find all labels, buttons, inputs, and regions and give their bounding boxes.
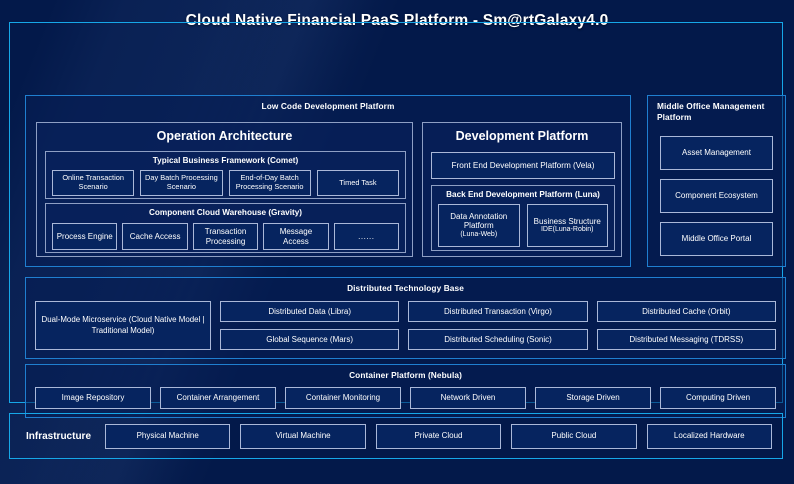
subsection-title-operation-architecture: Operation Architecture	[156, 129, 293, 143]
chip-image-repository[interactable]: Image Repository	[35, 387, 151, 409]
subsection-title-development-platform: Development Platform	[455, 129, 589, 143]
chip-component-ecosystem[interactable]: Component Ecosystem	[660, 179, 773, 213]
section-title-container-platform: Container Platform (Nebula)	[349, 370, 462, 380]
chip-timed-task[interactable]: Timed Task	[316, 170, 399, 196]
chip-business-structure-ide[interactable]: Business Structure IDE(Luna-Robin)	[526, 204, 608, 247]
chip-middle-office-portal[interactable]: Middle Office Portal	[660, 222, 773, 256]
distributed-tech-column-3: Distributed Cache (Orbit) Distributed Me…	[596, 301, 776, 350]
subsection-operation-architecture: Operation Architecture Typical Business …	[36, 122, 413, 257]
chip-storage-driven[interactable]: Storage Driven	[535, 387, 651, 409]
chip-label-sub: (Luna-Web)	[460, 230, 498, 238]
chip-day-batch-processing-scenario[interactable]: Day Batch Processing Scenario	[140, 170, 223, 196]
chip-process-engine[interactable]: Process Engine	[52, 223, 118, 250]
chip-network-driven[interactable]: Network Driven	[410, 387, 526, 409]
chip-virtual-machine[interactable]: Virtual Machine	[240, 423, 366, 449]
section-infrastructure: Infrastructure Physical Machine Virtual …	[9, 413, 783, 459]
chip-localized-hardware[interactable]: Localized Hardware	[646, 423, 772, 449]
subsection-development-platform: Development Platform Front End Developme…	[422, 122, 622, 257]
group-back-end-development-platform: Back End Development Platform (Luna) Dat…	[431, 185, 615, 251]
group-title-gravity: Component Cloud Warehouse (Gravity)	[149, 208, 302, 217]
chip-distributed-scheduling[interactable]: Distributed Scheduling (Sonic)	[408, 329, 588, 350]
chip-container-monitoring[interactable]: Container Monitoring	[285, 387, 401, 409]
distributed-tech-column-1: Distributed Data (Libra) Global Sequence…	[220, 301, 400, 350]
section-title-low-code: Low Code Development Platform	[261, 101, 395, 111]
gravity-chip-row: Process Engine Cache Access Transaction …	[52, 223, 400, 250]
section-title-distributed-technology-base: Distributed Technology Base	[347, 283, 464, 293]
chip-distributed-data[interactable]: Distributed Data (Libra)	[220, 301, 400, 322]
page-title: Cloud Native Financial PaaS Platform - S…	[185, 12, 609, 29]
chip-computing-driven[interactable]: Computing Driven	[660, 387, 776, 409]
chip-label-sub: IDE(Luna-Robin)	[540, 226, 594, 234]
group-typical-business-framework: Typical Business Framework (Comet) Onlin…	[45, 151, 406, 199]
middle-office-chip-column: Asset Management Component Ecosystem Mid…	[660, 136, 773, 256]
group-component-cloud-warehouse: Component Cloud Warehouse (Gravity) Proc…	[45, 203, 406, 253]
luna-chip-row: Data Annotation Platform (Luna-Web) Busi…	[438, 204, 608, 247]
chip-private-cloud[interactable]: Private Cloud	[375, 423, 502, 449]
chip-data-annotation-platform[interactable]: Data Annotation Platform (Luna-Web)	[438, 204, 520, 247]
chip-label-main: Business Structure	[533, 216, 601, 226]
chip-end-of-day-batch-processing-scenario[interactable]: End-of-Day Batch Processing Scenario	[228, 170, 311, 196]
chip-physical-machine[interactable]: Physical Machine	[105, 423, 231, 449]
chip-global-sequence[interactable]: Global Sequence (Mars)	[220, 329, 400, 350]
chip-public-cloud[interactable]: Public Cloud	[511, 423, 637, 449]
chip-message-access[interactable]: Message Access	[263, 223, 329, 250]
comet-chip-row: Online Transaction Scenario Day Batch Pr…	[52, 170, 399, 196]
section-distributed-technology-base: Distributed Technology Base Dual-Mode Mi…	[25, 277, 786, 359]
section-container-platform: Container Platform (Nebula) Image Reposi…	[25, 364, 786, 418]
section-middle-office-management-platform: Middle Office Management Platform Asset …	[647, 95, 786, 267]
chip-transaction-processing[interactable]: Transaction Processing	[192, 223, 259, 250]
chip-label-main: Data Annotation Platform	[450, 211, 508, 231]
chip-distributed-transaction[interactable]: Distributed Transaction (Virgo)	[408, 301, 588, 322]
chip-container-arrangement[interactable]: Container Arrangement	[160, 387, 276, 409]
distributed-tech-column-2: Distributed Transaction (Virgo) Distribu…	[408, 301, 588, 350]
chip-cache-access[interactable]: Cache Access	[122, 223, 188, 250]
container-platform-chip-row: Image Repository Container Arrangement C…	[35, 387, 776, 409]
chip-distributed-cache[interactable]: Distributed Cache (Orbit)	[596, 301, 776, 322]
group-title-luna: Back End Development Platform (Luna)	[446, 190, 600, 199]
group-title-comet: Typical Business Framework (Comet)	[152, 156, 299, 165]
chip-distributed-messaging[interactable]: Distributed Messaging (TDRSS)	[596, 329, 776, 350]
platform-outer-frame: Low Code Development Platform Operation …	[9, 22, 786, 418]
section-low-code-development-platform: Low Code Development Platform Operation …	[25, 95, 631, 267]
chip-dual-mode-microservice[interactable]: Dual-Mode Microservice (Cloud Native Mod…	[35, 301, 211, 350]
section-title-middle-office: Middle Office Management Platform	[657, 101, 765, 123]
distributed-tech-body: Dual-Mode Microservice (Cloud Native Mod…	[35, 301, 776, 350]
chip-asset-management[interactable]: Asset Management	[660, 136, 773, 170]
chip-more-ellipsis[interactable]: ......	[333, 223, 400, 250]
infrastructure-label: Infrastructure	[26, 430, 92, 442]
chip-online-transaction-scenario[interactable]: Online Transaction Scenario	[52, 170, 135, 196]
chip-front-end-development-platform[interactable]: Front End Development Platform (Vela)	[431, 152, 615, 179]
